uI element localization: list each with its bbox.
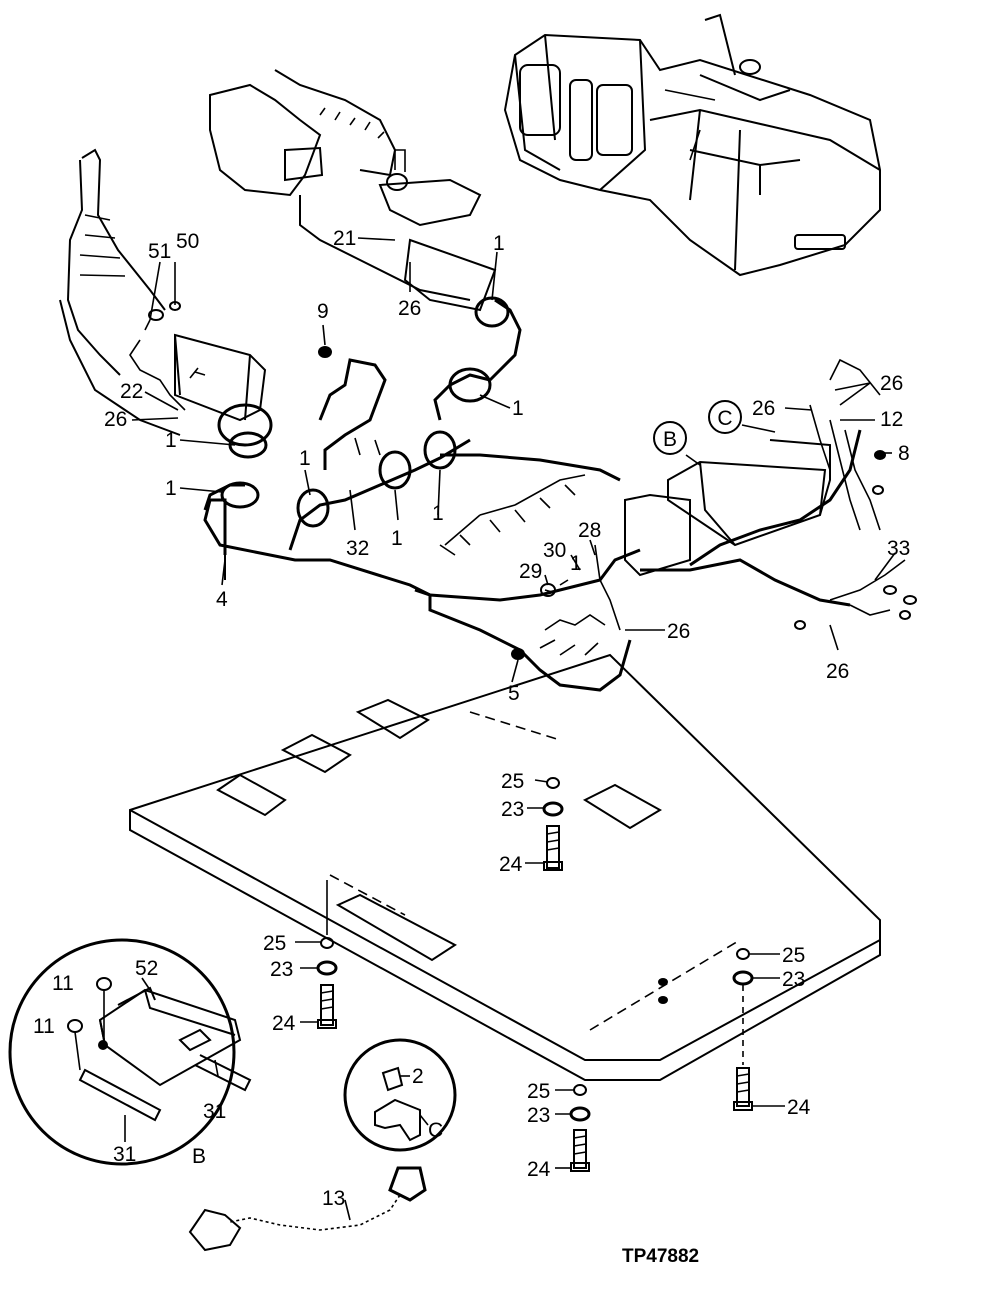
part-callouts: 50 51 22 26 1 1 4 9 32 1 1 1 21 26 1 1 2…: [33, 227, 910, 1267]
callout-1e: 1: [299, 447, 311, 470]
callout-9: 9: [317, 300, 329, 323]
callout-52: 52: [135, 957, 158, 980]
callout-26f: 26: [667, 620, 690, 643]
callout-8: 8: [898, 442, 910, 465]
circle-callout-c: C: [708, 400, 742, 434]
callout-23c: 23: [782, 968, 805, 991]
callout-1a: 1: [165, 429, 177, 452]
callout-25a: 25: [501, 770, 524, 793]
left-console-illustration: [59, 148, 267, 436]
callout-1f: 1: [493, 232, 505, 255]
callout-24c: 24: [787, 1096, 811, 1119]
cable-assembly-illustration: [188, 1166, 427, 1252]
callout-1c: 1: [391, 527, 403, 550]
callout-32: 32: [346, 537, 369, 560]
callout-25b: 25: [263, 932, 286, 955]
circle-callout-c-label: C: [717, 407, 732, 430]
fastener-stack-bottom: [569, 1084, 591, 1172]
callout-13: 13: [322, 1187, 345, 1210]
callout-11a: 11: [52, 972, 74, 995]
excavator-overview-illustration: [503, 13, 881, 277]
callout-26b: 26: [398, 297, 421, 320]
detail-b-label: B: [192, 1145, 206, 1168]
callout-12: 12: [880, 408, 903, 431]
callout-21: 21: [333, 227, 356, 250]
callout-5: 5: [508, 682, 520, 705]
callout-1g: 1: [512, 397, 524, 420]
callout-23b: 23: [270, 958, 293, 981]
callout-23a: 23: [501, 798, 524, 821]
callout-30: 30: [543, 539, 566, 562]
callout-31a: 31: [203, 1100, 226, 1123]
callout-26a: 26: [104, 408, 127, 431]
callout-4: 4: [216, 588, 228, 611]
detail-c-label: C: [428, 1119, 443, 1142]
fastener-stack-center: [542, 777, 564, 871]
callout-24a: 24: [499, 853, 523, 876]
callout-26d: 26: [752, 397, 775, 420]
callout-26c: 26: [880, 372, 903, 395]
callout-24b: 24: [272, 1012, 296, 1035]
callout-22: 22: [120, 380, 143, 403]
wiring-harness-illustration: [203, 296, 641, 692]
circle-callout-b-label: B: [663, 428, 677, 451]
detail-b-circle: [8, 938, 252, 1166]
floor-plate-illustration: [129, 653, 881, 1081]
callout-24d: 24: [527, 1158, 551, 1181]
callout-23d: 23: [527, 1104, 550, 1127]
callout-31b: 31: [113, 1143, 136, 1166]
callout-1h: 1: [570, 552, 582, 575]
callout-2: 2: [412, 1065, 424, 1088]
callout-1b: 1: [165, 477, 177, 500]
fastener-stack-left: [316, 880, 338, 1029]
callout-11b: 11: [33, 1015, 55, 1038]
detail-c-circle: [343, 1038, 457, 1152]
circle-callout-b: B: [653, 421, 687, 455]
leader-lines: [124, 237, 896, 1221]
callout-51: 51: [148, 240, 171, 263]
callout-25d: 25: [527, 1080, 550, 1103]
right-console-illustration: [209, 69, 497, 312]
callout-50: 50: [176, 230, 199, 253]
callout-29: 29: [519, 560, 542, 583]
callout-26e: 26: [826, 660, 849, 683]
controller-unit-illustration: [624, 358, 917, 630]
figure-code: TP47882: [622, 1246, 699, 1267]
callout-25c: 25: [782, 944, 805, 967]
callout-33: 33: [887, 537, 910, 560]
callout-1d: 1: [432, 502, 444, 525]
callout-28: 28: [578, 519, 601, 542]
